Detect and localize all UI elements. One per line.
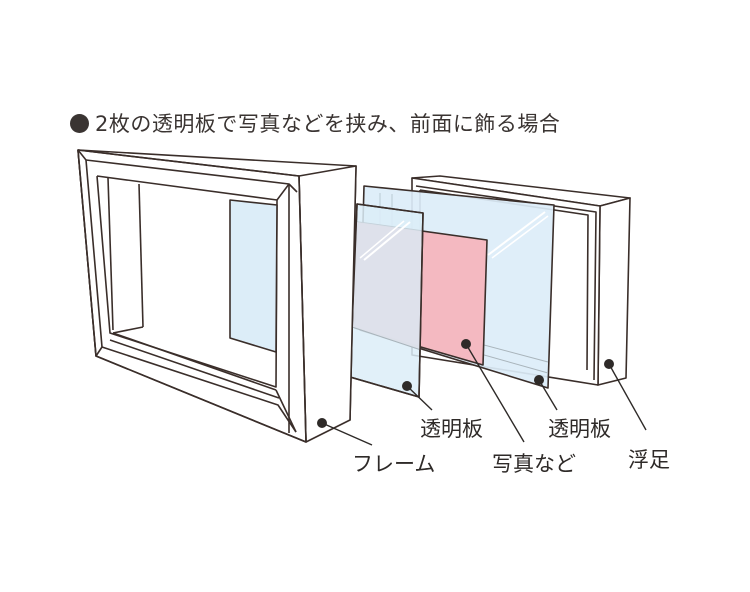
label-clear-panel-front: 透明板 — [420, 417, 483, 441]
main-frame — [77, 149, 357, 443]
leader-lines — [321, 343, 647, 446]
label-spacer: 浮足 — [628, 448, 670, 472]
bullet-icon — [70, 113, 89, 133]
diagram-title: 2枚の透明板で写真などを挟み、前面に飾る場合 — [70, 108, 560, 138]
label-photo: 写真など — [492, 452, 576, 476]
front-clear-panel — [349, 203, 424, 398]
label-clear-panel-back: 透明板 — [548, 417, 611, 441]
diagram-title-text: 2枚の透明板で写真などを挟み、前面に飾る場合 — [95, 112, 561, 136]
leader-dots — [317, 339, 614, 428]
label-frame: フレーム — [352, 452, 436, 476]
